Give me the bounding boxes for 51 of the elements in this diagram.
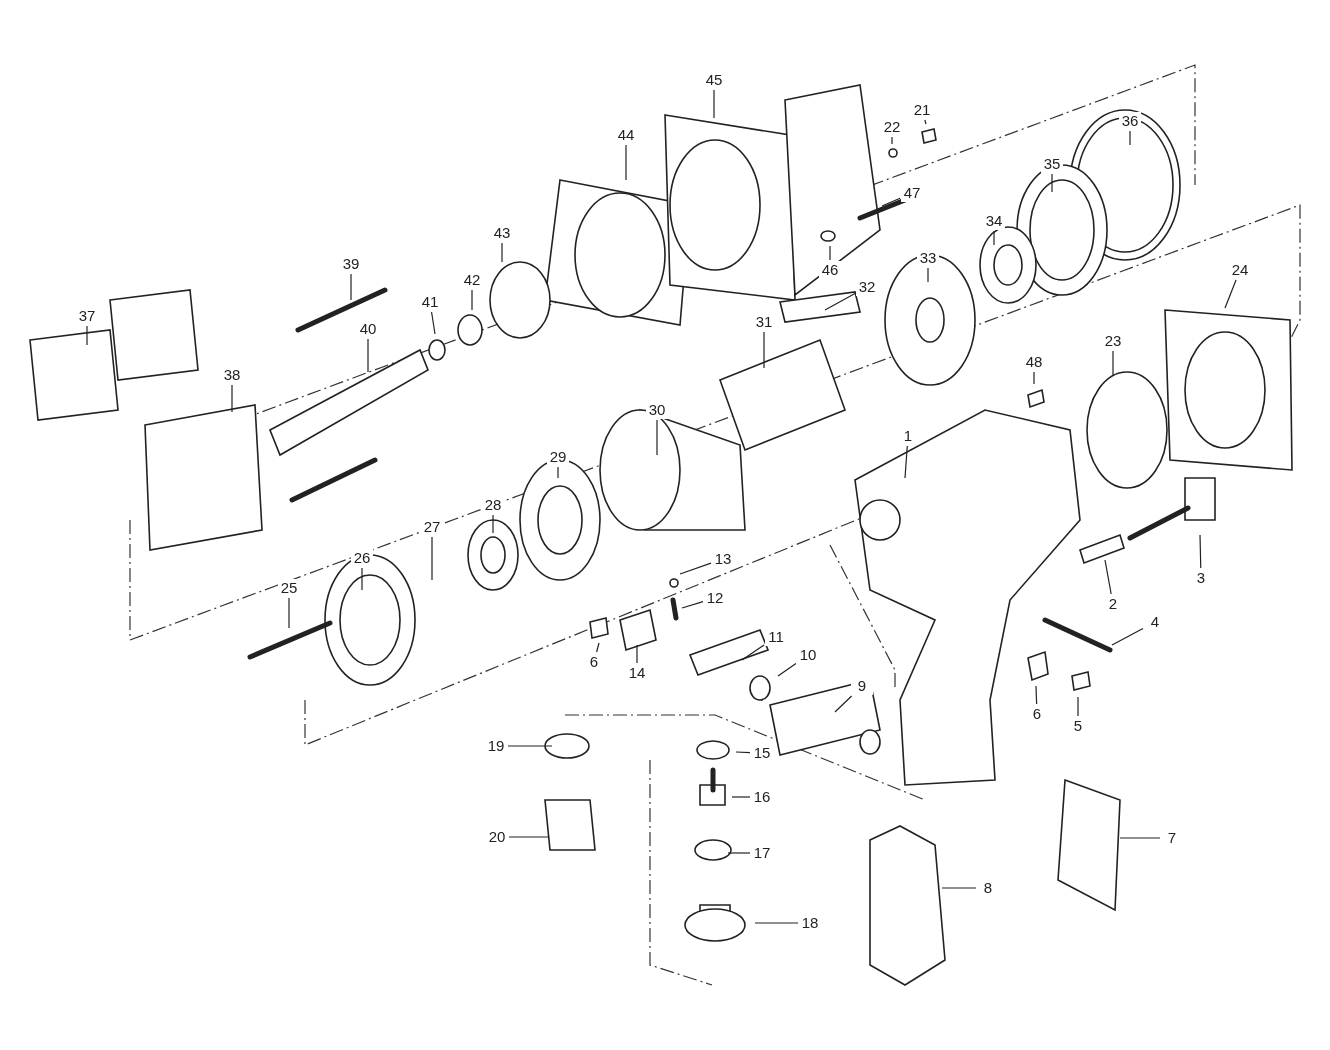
leader-line (713, 89, 715, 119)
leader-line (1112, 350, 1114, 376)
leader-line (656, 419, 658, 456)
leader-line (754, 922, 799, 924)
leader-line (1033, 371, 1035, 385)
leader-line (904, 445, 908, 479)
leader-line (727, 852, 751, 854)
leader-line (1035, 685, 1038, 705)
leader-line (430, 311, 436, 335)
leader-line (1119, 837, 1161, 839)
leader-line (881, 197, 901, 207)
leader-line (1224, 279, 1237, 309)
leader-line (501, 242, 503, 263)
leader-line (777, 662, 797, 677)
leader-line (636, 644, 638, 664)
leader-line (1077, 696, 1079, 717)
leader-line (1051, 173, 1053, 193)
leader-line (927, 267, 929, 283)
leader-line (492, 514, 494, 534)
leader-line (681, 601, 704, 609)
leader-line (834, 695, 853, 713)
leader-line (741, 644, 765, 661)
leader-line (941, 887, 977, 889)
leader-line (891, 136, 893, 145)
leader-line (679, 562, 712, 575)
leader-line (824, 292, 856, 311)
leader-line (596, 642, 600, 653)
leader-line (1129, 130, 1131, 146)
leader-line (367, 338, 369, 373)
leader-line (350, 273, 352, 301)
leader-line (625, 144, 627, 181)
leader-line (231, 384, 233, 413)
leader-line (1199, 534, 1202, 569)
leader-line (924, 119, 927, 125)
callout-number: 9 (851, 677, 873, 695)
leader-line (508, 836, 549, 838)
leader-line (763, 331, 765, 369)
leader-line (507, 745, 553, 747)
callout-number: 46 (819, 261, 841, 279)
leader-line (735, 751, 751, 754)
leader-line (431, 536, 433, 581)
leader-line (361, 567, 363, 591)
leader-line (993, 230, 995, 246)
leader-line (731, 796, 751, 798)
leader-line (86, 325, 88, 346)
leader-line (557, 466, 559, 479)
leader-line (1104, 559, 1112, 595)
leader-line (829, 245, 831, 261)
leader-line (471, 289, 473, 311)
leader-line (288, 597, 290, 629)
leader-line (1111, 627, 1144, 646)
